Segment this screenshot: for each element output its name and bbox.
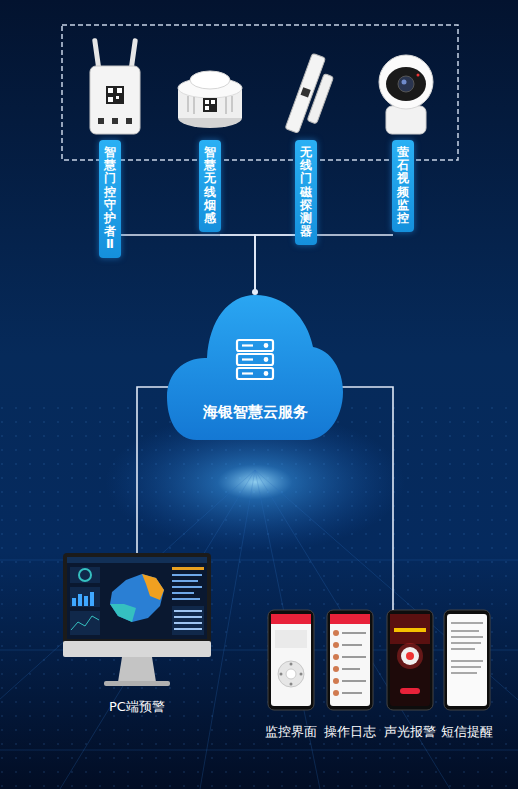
cloud-title: 海银智慧云服务 (203, 403, 308, 422)
figure-caption: 监控界面 (265, 724, 317, 740)
phone-monitor-screen (268, 610, 314, 710)
terminal-figure: 声光报警 (381, 610, 439, 740)
door-guard-device (90, 38, 140, 134)
device-label: 智慧门控守护者Ⅱ (99, 140, 121, 258)
connector-line (342, 387, 393, 610)
smoke-detector-device (178, 71, 242, 128)
terminal-figure: 监控界面 (262, 610, 320, 740)
connector-line (220, 235, 255, 292)
phone-log-screen (327, 610, 373, 710)
label-text: 智慧无线烟感 (204, 146, 216, 225)
terminal-figure: 操作日志 (321, 610, 379, 740)
figure-caption: 声光报警 (384, 724, 436, 740)
cloud-outline (167, 295, 343, 440)
device-label: 萤石视频监控 (392, 140, 414, 232)
connector-line (255, 235, 296, 292)
label-text: 无线门磁探测器 (300, 146, 312, 238)
connector-line (120, 235, 255, 292)
terminal-figure: 短信提醒 (438, 610, 496, 740)
door-sensor-device (285, 53, 339, 138)
perspective-grid (0, 470, 518, 789)
label-text: 智慧门控守护者Ⅱ (104, 146, 116, 252)
phone-alarm-screen (387, 610, 433, 710)
figure-caption: 操作日志 (324, 724, 376, 740)
pc-monitor (63, 553, 211, 686)
phone-sms-screen (444, 610, 490, 710)
connector-line (137, 387, 168, 553)
figure-caption: PC端预警 (109, 699, 165, 715)
server-icon (237, 340, 273, 379)
terminal-figure: PC端预警 (63, 553, 211, 715)
dot-texture (0, 400, 518, 789)
label-text: 萤石视频监控 (397, 146, 409, 225)
device-label: 智慧无线烟感 (199, 140, 221, 232)
device-label: 无线门磁探测器 (295, 140, 317, 245)
figure-caption: 短信提醒 (441, 724, 493, 740)
cloud-service: 海银智慧云服务 (167, 292, 343, 442)
camera-device (379, 55, 433, 134)
connector-line (255, 235, 393, 292)
